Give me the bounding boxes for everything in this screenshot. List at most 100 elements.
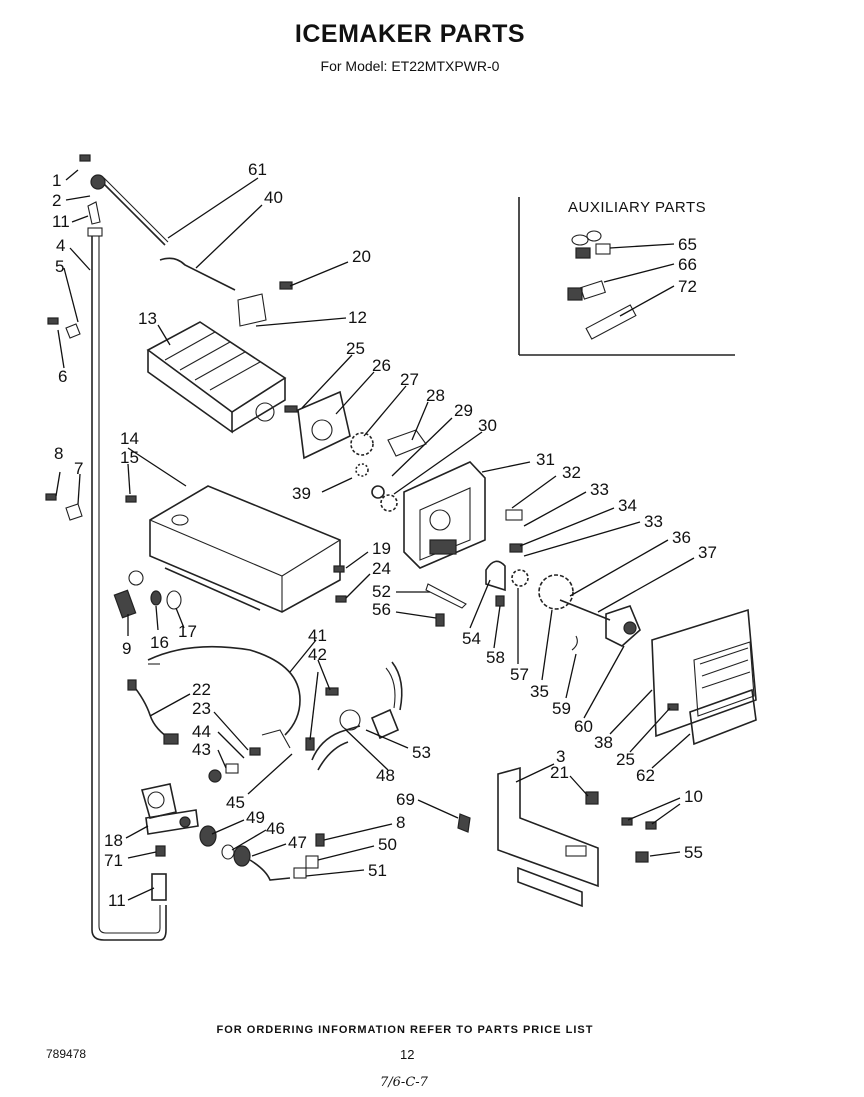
callout-56: 56: [372, 600, 391, 619]
callout-26: 26: [372, 356, 391, 375]
mounting-plate-illustration: [284, 390, 351, 460]
callout-45: 45: [226, 793, 245, 812]
callout-10: 10: [684, 787, 703, 806]
callout-61: 61: [248, 160, 267, 179]
callout-30: 30: [478, 416, 497, 435]
callout-2: 2: [52, 191, 61, 210]
callout-47: 47: [288, 833, 307, 852]
callout-25b: 25: [616, 750, 635, 769]
callout-7: 7: [74, 459, 83, 478]
callout-15: 15: [120, 448, 139, 467]
callout-41: 41: [308, 626, 327, 645]
page-number: 12: [400, 1047, 415, 1062]
callout-16: 16: [150, 633, 169, 652]
wire-harness-illustration: [127, 645, 301, 749]
callout-59: 59: [552, 699, 571, 718]
callout-43: 43: [192, 740, 211, 759]
small-fasteners-illustration: [45, 317, 83, 521]
fittings-illustration: [208, 747, 261, 783]
callout-36: 36: [672, 528, 691, 547]
leader-lines: [55, 169, 695, 901]
callout-8: 8: [54, 444, 63, 463]
callout-4: 4: [56, 236, 65, 255]
document-number: 789478: [46, 1047, 87, 1061]
mounting-bracket-illustration: [497, 766, 657, 908]
callout-19: 19: [372, 539, 391, 558]
part-72-illustration: [585, 304, 637, 340]
callout-27: 27: [400, 370, 419, 389]
callout-31: 31: [536, 450, 555, 469]
callout-9: 9: [122, 639, 131, 658]
callout-71: 71: [104, 851, 123, 870]
callout-5: 5: [55, 257, 64, 276]
callout-11b: 11: [108, 891, 126, 910]
callout-39: 39: [292, 484, 311, 503]
callout-28: 28: [426, 386, 445, 405]
callout-3: 3: [556, 747, 565, 766]
callout-33: 33: [590, 480, 609, 499]
callout-25: 25: [346, 339, 365, 358]
callout-24: 24: [372, 559, 391, 578]
callout-22: 22: [192, 680, 211, 699]
callout-49: 49: [246, 808, 265, 827]
handwritten-note: 7/6-C-7: [380, 1075, 428, 1090]
timing-gear-illustration: [485, 509, 574, 610]
callout-42: 42: [308, 645, 327, 664]
callout-18: 18: [104, 831, 123, 850]
water-valve-illustration: [140, 783, 471, 901]
callout-55: 55: [684, 843, 703, 862]
part-66-illustration: [567, 280, 607, 301]
page-title: ICEMAKER PARTS: [294, 20, 526, 48]
auxiliary-parts-title: AUXILIARY PARTS: [568, 199, 706, 216]
control-housing-illustration: [403, 461, 486, 569]
callout-65: 65: [678, 235, 697, 254]
callout-46: 46: [266, 819, 285, 838]
callout-20: 20: [352, 247, 371, 266]
fill-tube-assembly: [79, 154, 293, 941]
callout-6: 6: [58, 367, 67, 386]
callout-17: 17: [178, 622, 197, 641]
callout-54: 54: [462, 629, 481, 648]
motor-illustration: [559, 599, 641, 651]
callout-8b: 8: [396, 813, 405, 832]
callout-52: 52: [372, 582, 391, 601]
callout-44: 44: [192, 722, 211, 741]
callout-1: 1: [52, 171, 61, 190]
plug-harness-illustration: [305, 661, 403, 771]
bin-housing-illustration: [125, 485, 347, 613]
callout-11: 11: [52, 212, 70, 231]
part-65-illustration: [571, 230, 611, 259]
callout-29: 29: [454, 401, 473, 420]
callout-51: 51: [368, 861, 387, 880]
callout-23: 23: [192, 699, 211, 718]
callout-69: 69: [396, 790, 415, 809]
front-cover-illustration: [651, 608, 757, 746]
drive-gears-illustration: [350, 429, 427, 512]
callout-62: 62: [636, 766, 655, 785]
callout-60: 60: [574, 717, 593, 736]
callout-12: 12: [348, 308, 367, 327]
callout-40: 40: [264, 188, 283, 207]
shutoff-arm-parts-illustration: [113, 570, 182, 619]
ice-mold-illustration: [146, 321, 287, 434]
callout-32: 32: [562, 463, 581, 482]
callout-14: 14: [120, 429, 139, 448]
callout-38: 38: [594, 733, 613, 752]
callout-66: 66: [678, 255, 697, 274]
ordering-note: FOR ORDERING INFORMATION REFER TO PARTS …: [216, 1024, 594, 1036]
lever-illustration: [425, 583, 467, 627]
callout-48: 48: [376, 766, 395, 785]
callout-13: 13: [138, 309, 157, 328]
auxiliary-parts-box: AUXILIARY PARTS: [518, 197, 735, 356]
callout-58: 58: [486, 648, 505, 667]
model-subtitle: For Model: ET22MTXPWR-0: [320, 58, 500, 74]
callout-57: 57: [510, 665, 529, 684]
callout-33b: 33: [644, 512, 663, 531]
callout-37: 37: [698, 543, 717, 562]
callout-72: 72: [678, 277, 697, 296]
callout-53: 53: [412, 743, 431, 762]
callout-35: 35: [530, 682, 549, 701]
callout-50: 50: [378, 835, 397, 854]
callout-21: 21: [550, 763, 569, 782]
